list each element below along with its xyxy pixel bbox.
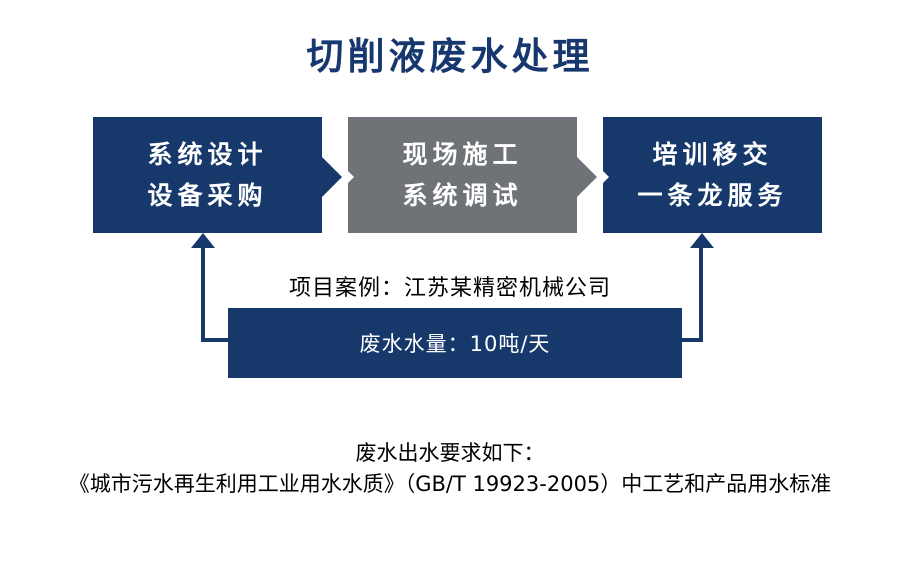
step-line-2: 系统调试 [402, 181, 523, 210]
flow-arrow-right-1-icon [322, 157, 342, 197]
connector-arrow-up-left-icon [191, 233, 215, 248]
effluent-requirements: 废水出水要求如下： 《城市污水再生利用工业用水水质》（GB/T 19923-20… [0, 438, 900, 500]
flow-step-training-handover: 培训移交 一条龙服务 [603, 117, 822, 233]
project-case-label: 项目案例：江苏某精密机械公司 [288, 276, 611, 301]
step-line-2: 设备采购 [147, 181, 268, 210]
step-line-1: 现场施工 [402, 140, 523, 169]
step-line-2: 一条龙服务 [637, 181, 788, 210]
water-volume-box: 废水水量：10吨/天 [228, 308, 682, 378]
water-volume-label: 废水水量：10吨/天 [359, 332, 551, 356]
flow-step-construction-commissioning: 现场施工 系统调试 [348, 117, 577, 233]
requirements-heading: 废水出水要求如下： [355, 441, 545, 465]
page-title: 切削液废水处理 [306, 35, 594, 78]
connector-arrow-up-right-icon [690, 233, 714, 248]
connector-line-left-horizontal [201, 338, 229, 342]
connector-line-right-vertical [699, 246, 703, 342]
flow-step-design-procurement: 系统设计 设备采购 [93, 117, 322, 233]
requirements-standard: 《城市污水再生利用工业用水水质》（GB/T 19923-2005）中工艺和产品用… [68, 472, 832, 496]
step-line-1: 系统设计 [147, 140, 268, 169]
connector-line-right-horizontal [682, 338, 703, 342]
flow-arrow-right-2-icon [577, 157, 597, 197]
step-line-1: 培训移交 [652, 140, 773, 169]
connector-line-left-vertical [201, 246, 205, 342]
